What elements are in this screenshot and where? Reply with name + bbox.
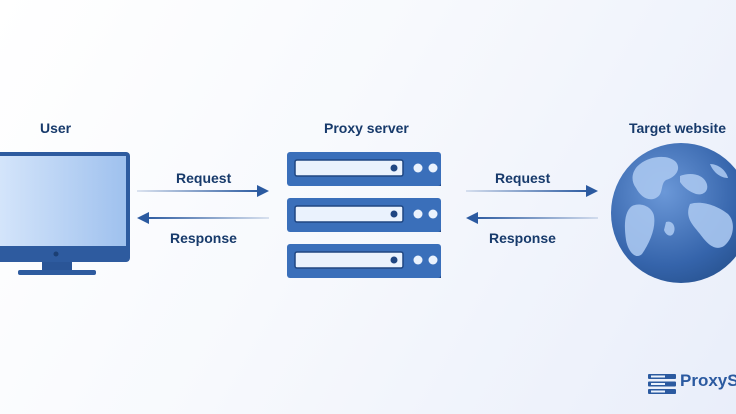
proxy-server-title: Proxy server (324, 120, 409, 136)
arrow-left-icon (466, 212, 598, 224)
left-response-label: Response (170, 230, 237, 246)
brand-name: ProxyS (680, 371, 736, 390)
left-request-label: Request (176, 170, 232, 186)
arrow-left-icon (137, 212, 269, 224)
monitor-icon (0, 152, 130, 275)
arrow-right-icon (466, 185, 598, 197)
user-title: User (40, 120, 72, 136)
globe-icon (611, 143, 736, 283)
arrow-right-icon (137, 185, 269, 197)
target-website-title: Target website (629, 120, 726, 136)
logo-icon (648, 374, 676, 394)
server-rack-icon (287, 152, 441, 278)
right-response-label: Response (489, 230, 556, 246)
right-request-label: Request (495, 170, 551, 186)
